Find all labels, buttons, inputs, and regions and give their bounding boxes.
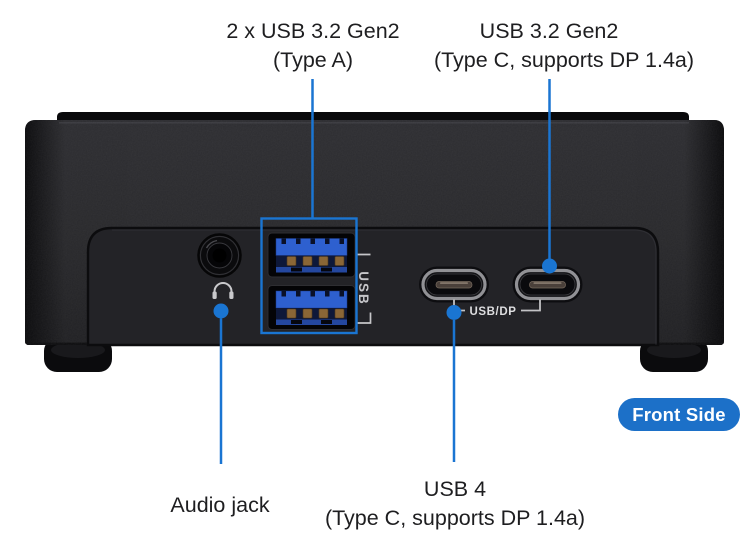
audio-jack-port xyxy=(197,233,242,278)
callout-dot-audio xyxy=(213,303,229,319)
usbdp-marking-text: USB/DP xyxy=(469,306,516,318)
callout-dot-usb4 xyxy=(446,305,462,320)
callout-graphics xyxy=(213,79,557,464)
label-usb-a-line1: 2 x USB 3.2 Gen2 xyxy=(226,19,400,43)
usb-a-port-bottom xyxy=(267,285,356,330)
device-chassis xyxy=(25,112,724,372)
usb-a-bottom-contacts xyxy=(286,308,345,319)
usb-a-port-top xyxy=(267,232,356,278)
front-side-badge: Front Side xyxy=(618,398,740,431)
label-audio-jack: Audio jack xyxy=(170,493,270,517)
label-usb4-line2: (Type C, supports DP 1.4a) xyxy=(324,506,586,530)
rubber-foot-right xyxy=(640,338,708,372)
usb-c-port-left xyxy=(419,266,489,303)
usb-a-highlight-box xyxy=(260,217,358,335)
usb-marking-text: USB xyxy=(356,271,371,306)
front-side-badge-label: Front Side xyxy=(632,403,726,425)
label-usb-c-gen2-line1: USB 3.2 Gen2 xyxy=(479,19,619,43)
usb-c-port-right xyxy=(512,266,583,303)
usb-a-top-contacts xyxy=(286,256,345,266)
usb-a-bottom-notches xyxy=(281,291,344,297)
usb-a-top-notches xyxy=(281,238,344,244)
label-usb-c-gen2-line2: (Type C, supports DP 1.4a) xyxy=(433,48,695,72)
label-usb-a-line2: (Type A) xyxy=(272,48,354,72)
headphone-icon xyxy=(212,282,234,299)
label-usb4-line1: USB 4 xyxy=(423,477,487,501)
callout-dot-usb-c-gen2 xyxy=(542,258,557,274)
